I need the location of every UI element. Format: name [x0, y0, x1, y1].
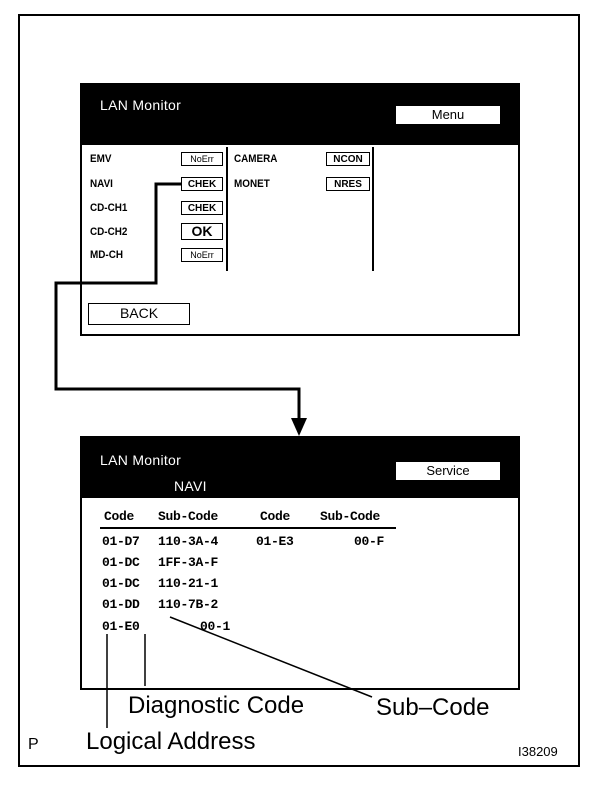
device-label-navi: NAVI: [90, 178, 113, 190]
column-header: Code: [260, 509, 291, 524]
status-badge-cd-ch1[interactable]: CHEK: [181, 201, 223, 215]
column-divider: [372, 147, 374, 271]
device-subtitle: NAVI: [174, 478, 207, 494]
figure-frame: [18, 14, 580, 767]
service-button[interactable]: Service: [396, 462, 500, 480]
device-label-cd-ch1: CD-CH1: [90, 202, 128, 214]
header-underline: [100, 527, 396, 529]
screen-title: LAN Monitor: [100, 452, 182, 468]
device-label-md-ch: MD-CH: [90, 249, 124, 261]
lan-monitor-screen: LAN Monitor Menu EMV NAVI CD-CH1 CD-CH2 …: [80, 83, 520, 336]
table-cell: 110-3A-4: [158, 534, 219, 549]
table-cell: 01-E0: [102, 619, 140, 634]
figure-id: I38209: [518, 744, 558, 759]
column-header: Sub-Code: [158, 509, 219, 524]
navi-code-screen: LAN Monitor NAVI Service Code Sub-Code C…: [80, 436, 520, 690]
table-cell: 1FF-3A-F: [158, 555, 219, 570]
table-cell: 110-7B-2: [158, 597, 219, 612]
table-cell: 01-E3: [256, 534, 294, 549]
status-badge-monet[interactable]: NRES: [326, 177, 370, 191]
status-badge-md-ch[interactable]: NoErr: [181, 248, 223, 262]
column-header: Code: [104, 509, 135, 524]
device-label-emv: EMV: [90, 153, 112, 165]
table-cell: 01-D7: [102, 534, 140, 549]
table-cell: 00-F: [354, 534, 385, 549]
status-badge-camera[interactable]: NCON: [326, 152, 370, 166]
status-badge-navi[interactable]: CHEK: [181, 177, 223, 191]
back-button[interactable]: BACK: [88, 303, 190, 325]
device-label-camera: CAMERA: [234, 153, 278, 165]
table-cell: 01-DC: [102, 576, 140, 591]
diagnostic-code-callout: Diagnostic Code: [128, 692, 305, 719]
sub-code-callout: Sub–Code: [376, 694, 490, 721]
device-label-cd-ch2: CD-CH2: [90, 226, 128, 238]
menu-button[interactable]: Menu: [396, 106, 500, 124]
table-cell: 00-1: [200, 619, 231, 634]
column-header: Sub-Code: [320, 509, 381, 524]
status-badge-emv[interactable]: NoErr: [181, 152, 223, 166]
column-divider: [226, 147, 228, 271]
table-cell: 01-DC: [102, 555, 140, 570]
device-label-monet: MONET: [234, 178, 270, 190]
screen-header: LAN Monitor NAVI Service: [82, 438, 518, 498]
status-badge-cd-ch2[interactable]: OK: [181, 223, 223, 240]
table-cell: 110-21-1: [158, 576, 219, 591]
screen-header: LAN Monitor Menu: [82, 85, 518, 145]
logical-address-callout: Logical Address: [86, 728, 256, 755]
corner-letter: P: [28, 736, 39, 753]
table-cell: 01-DD: [102, 597, 140, 612]
screen-title: LAN Monitor: [100, 97, 182, 113]
